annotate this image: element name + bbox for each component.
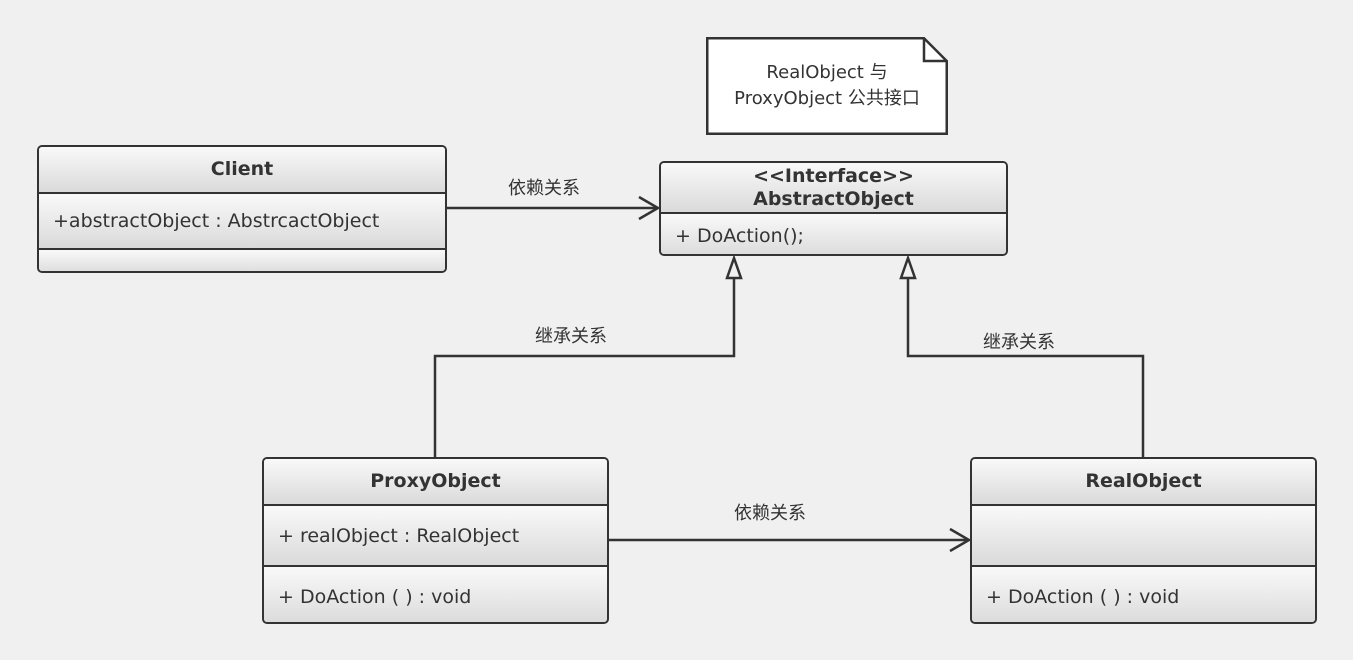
- note-line-2: ProxyObject 公共接口: [734, 88, 920, 109]
- class-name-compartment: Client: [39, 147, 445, 192]
- class-name-compartment: <<Interface>> AbstractObject: [661, 163, 1006, 212]
- attributes-compartment: [972, 504, 1315, 565]
- class-name-compartment: RealObject: [972, 459, 1315, 504]
- label-client-dependency: 依赖关系: [508, 178, 580, 199]
- class-name-compartment: ProxyObject: [264, 459, 607, 504]
- stereotype: <<Interface>>: [753, 164, 914, 187]
- hollow-triangle-head: [899, 254, 917, 280]
- operations-compartment: + DoAction ( ) : void: [972, 565, 1315, 622]
- class-abstract-object[interactable]: <<Interface>> AbstractObject + DoAction(…: [659, 161, 1008, 256]
- class-name: Client: [210, 158, 274, 180]
- class-client[interactable]: Client +abstractObject : AbstrcactObject: [37, 145, 447, 273]
- operation: + DoAction();: [675, 225, 804, 247]
- label-proxy-inheritance: 继承关系: [535, 326, 607, 347]
- edge-proxy-to-abstract: [433, 254, 743, 458]
- class-name: AbstractObject: [753, 187, 914, 210]
- operation: + DoAction ( ) : void: [986, 585, 1180, 608]
- attribute: +abstractObject : AbstrcactObject: [53, 210, 380, 232]
- edge-client-to-abstract: [446, 195, 661, 221]
- open-arrow-head: [638, 195, 661, 221]
- operations-compartment: + DoAction ( ) : void: [264, 565, 607, 622]
- note-line-1: RealObject 与: [766, 62, 888, 83]
- edge-proxy-to-real: [608, 527, 972, 553]
- attribute: + realObject : RealObject: [278, 524, 520, 547]
- class-proxy-object[interactable]: ProxyObject + realObject : RealObject + …: [262, 457, 609, 624]
- class-name: RealObject: [1085, 470, 1202, 492]
- attributes-compartment: +abstractObject : AbstrcactObject: [39, 192, 445, 248]
- note-shape: [706, 37, 948, 135]
- note: RealObject 与 ProxyObject 公共接口: [706, 37, 948, 135]
- operation: + DoAction ( ) : void: [278, 585, 472, 608]
- operations-compartment: + DoAction();: [661, 212, 1006, 254]
- open-arrow-head: [949, 527, 972, 553]
- attributes-compartment: + realObject : RealObject: [264, 504, 607, 565]
- class-name: ProxyObject: [370, 470, 501, 492]
- class-real-object[interactable]: RealObject + DoAction ( ) : void: [970, 457, 1317, 624]
- label-proxy-dependency: 依赖关系: [734, 503, 806, 524]
- edge-real-to-abstract: [899, 254, 1145, 458]
- operations-compartment: [39, 248, 445, 271]
- hollow-triangle-head: [725, 254, 743, 280]
- label-real-inheritance: 继承关系: [983, 332, 1055, 353]
